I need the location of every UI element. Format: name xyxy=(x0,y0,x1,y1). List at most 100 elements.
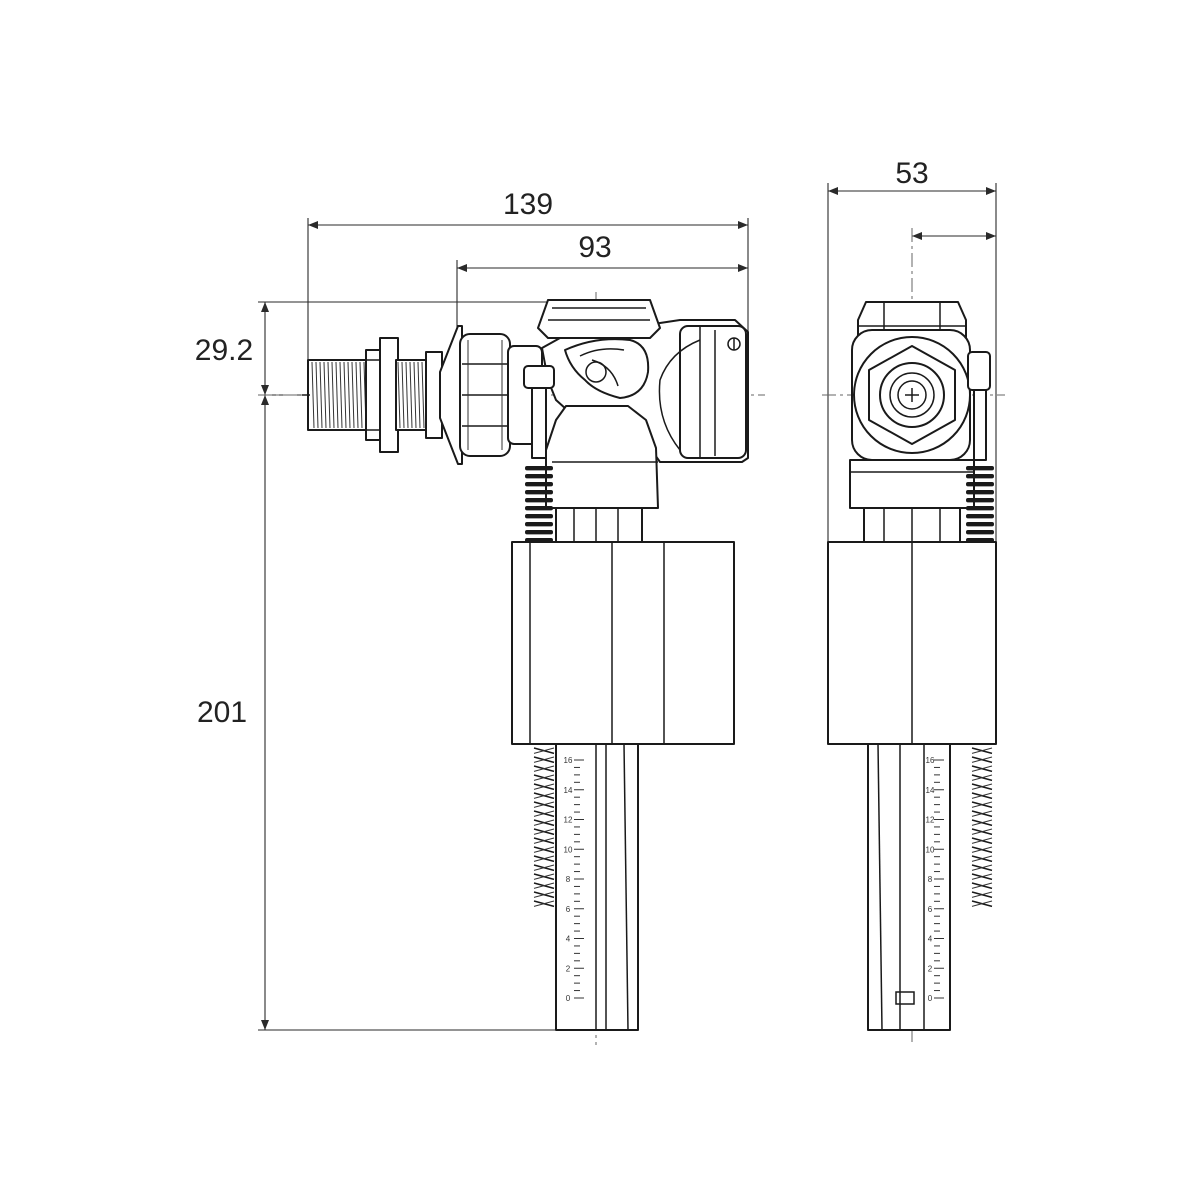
chain-link xyxy=(971,810,993,817)
chain-link xyxy=(971,882,993,889)
thread-line xyxy=(405,361,409,429)
dim-width: 53 xyxy=(895,157,928,190)
chain-link xyxy=(971,774,993,781)
thread-line xyxy=(347,361,351,429)
float xyxy=(511,541,735,745)
dim-inlet-offset: 29.2 xyxy=(195,334,253,367)
scale-label: 0 xyxy=(566,994,571,1003)
spring-coil xyxy=(966,474,994,479)
dimension-lines xyxy=(258,183,997,1031)
spring-coil xyxy=(525,522,553,527)
scale-label: 16 xyxy=(564,756,573,765)
thread-line xyxy=(409,361,413,429)
thread-line xyxy=(315,361,319,429)
scale-label: 4 xyxy=(928,935,933,944)
scale-label: 8 xyxy=(566,875,571,884)
spring-coil xyxy=(525,530,553,535)
chain-link xyxy=(533,828,555,835)
spring-coil xyxy=(525,490,553,495)
scale-label: 12 xyxy=(926,816,935,825)
spring-coil xyxy=(525,482,553,487)
chain-link xyxy=(533,774,555,781)
front-view: 0 2 4 6 8 10 12 14 16 xyxy=(827,301,997,1031)
spring-coil xyxy=(966,490,994,495)
scale-label: 0 xyxy=(928,994,933,1003)
scale-label: 6 xyxy=(928,905,933,914)
chain-link xyxy=(533,873,555,880)
thread-line xyxy=(413,361,417,429)
chain-link xyxy=(533,855,555,862)
chain-link xyxy=(971,846,993,853)
chain-link xyxy=(971,864,993,871)
chain-link xyxy=(971,891,993,898)
side-view: 0 2 4 6 8 10 12 14 16 xyxy=(302,299,749,1031)
spring-coil xyxy=(525,514,553,519)
chain-link xyxy=(533,846,555,853)
scale-label: 6 xyxy=(566,905,571,914)
chain-link xyxy=(971,819,993,826)
chain-link xyxy=(533,756,555,763)
spring-coil xyxy=(966,506,994,511)
spring-coil xyxy=(525,474,553,479)
chain-link xyxy=(971,792,993,799)
chain-link xyxy=(971,783,993,790)
chain-link xyxy=(533,891,555,898)
scale-label: 8 xyxy=(928,875,933,884)
scale-label: 2 xyxy=(566,964,571,973)
scale-label: 10 xyxy=(564,845,573,854)
spring-coil xyxy=(525,498,553,503)
scale-label: 2 xyxy=(928,964,933,973)
thread-line xyxy=(343,361,347,429)
thread-line xyxy=(331,361,335,429)
chain-link xyxy=(533,801,555,808)
scale-label: 4 xyxy=(566,935,571,944)
thread-line xyxy=(311,361,315,429)
scale-label: 16 xyxy=(926,756,935,765)
dim-overall-length: 139 xyxy=(503,188,553,221)
chain-link xyxy=(971,756,993,763)
chain-link xyxy=(533,792,555,799)
scale-label: 14 xyxy=(564,786,573,795)
thread-line xyxy=(355,361,359,429)
spring-coil xyxy=(966,498,994,503)
chain-link xyxy=(533,864,555,871)
chain-link xyxy=(533,783,555,790)
dim-body-length: 93 xyxy=(578,231,611,264)
thread-line xyxy=(401,361,405,429)
chain-link xyxy=(533,765,555,772)
chain-link xyxy=(971,828,993,835)
thread-line xyxy=(323,361,327,429)
chain-link xyxy=(971,747,993,754)
threaded-inlet xyxy=(302,325,543,465)
scale-label: 14 xyxy=(926,786,935,795)
scale-label: 10 xyxy=(926,845,935,854)
chain-link xyxy=(533,819,555,826)
chain-link xyxy=(971,837,993,844)
spring-coil xyxy=(966,514,994,519)
thread-line xyxy=(339,361,343,429)
front-stem: 0 2 4 6 8 10 12 14 16 xyxy=(867,743,993,1031)
spring-coil xyxy=(966,482,994,487)
scale-label: 12 xyxy=(564,816,573,825)
spring-coil xyxy=(966,466,994,471)
spring-coil xyxy=(966,530,994,535)
thread-line xyxy=(397,361,401,429)
thread-line xyxy=(319,361,323,429)
front-float xyxy=(827,541,997,745)
chain-link xyxy=(971,855,993,862)
chain-link xyxy=(533,837,555,844)
thread-line xyxy=(327,361,331,429)
chain-link xyxy=(971,765,993,772)
valve-body xyxy=(523,299,749,543)
thread-line xyxy=(359,361,363,429)
spring-coil xyxy=(966,522,994,527)
thread-line xyxy=(335,361,339,429)
chain-link xyxy=(533,747,555,754)
height-stem: 0 2 4 6 8 10 12 14 16 xyxy=(533,743,639,1031)
thread-line xyxy=(421,361,425,429)
chain-link xyxy=(971,900,993,907)
chain-link xyxy=(533,810,555,817)
dim-height: 201 xyxy=(197,696,247,729)
chain-link xyxy=(971,873,993,880)
